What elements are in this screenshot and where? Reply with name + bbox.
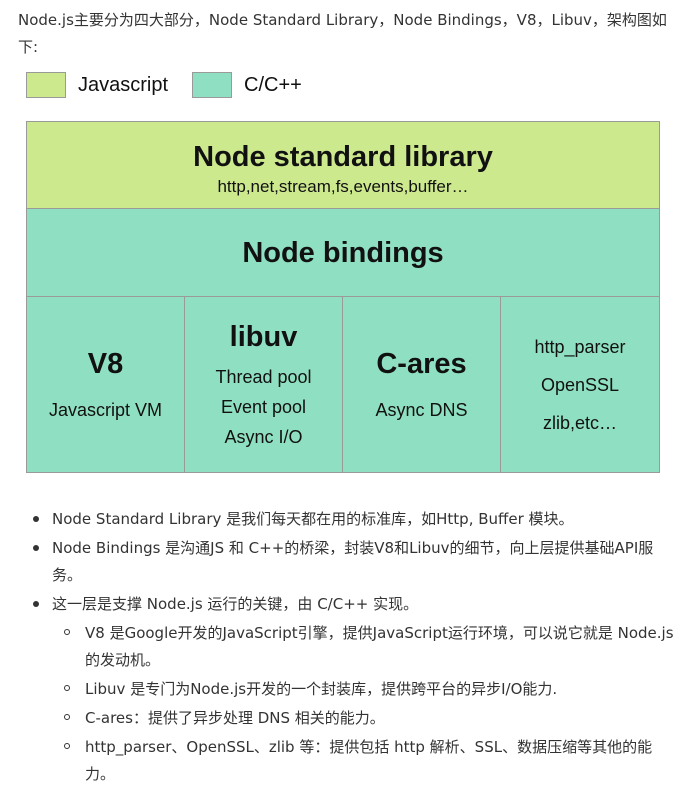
notes-list: Node Standard Library 是我们每天都在用的标准库，如Http…: [30, 506, 680, 790]
subnote-text: V8 是Google开发的JavaScript引擎，提供JavaScript运行…: [85, 624, 674, 669]
module-line: Javascript VM: [48, 399, 163, 420]
subnote-text: http_parser、OpenSSL、zlib 等：提供包括 http 解析、…: [85, 738, 653, 783]
architecture-diagram: Node standard library http,net,stream,fs…: [26, 121, 660, 473]
module-title-v8: V8: [87, 347, 124, 380]
bullet-circle-icon: [64, 714, 70, 720]
module-title-libuv: libuv: [229, 320, 298, 353]
layer-node-standard-library: Node standard library http,net,stream,fs…: [27, 122, 659, 209]
module-libuv: libuv Thread pool Event pool Async I/O: [185, 297, 343, 472]
subnote-text: Libuv 是专门为Node.js开发的一个封装库，提供跨平台的异步I/O能力.: [85, 680, 558, 698]
note-text: 这一层是支撑 Node.js 运行的关键，由 C/C++ 实现。: [52, 595, 419, 613]
subnote-text: C-ares：提供了异步处理 DNS 相关的能力。: [85, 709, 385, 727]
list-item: Node Bindings 是沟通JS 和 C++的桥梁，封装V8和Libuv的…: [30, 535, 680, 589]
bullet-circle-icon: [64, 743, 70, 749]
module-line: Thread pool: [215, 366, 312, 387]
module-line: http_parser: [534, 336, 626, 357]
modules-row: V8 Javascript VM libuv Thread pool Event…: [27, 297, 659, 472]
list-item: http_parser、OpenSSL、zlib 等：提供包括 http 解析、…: [52, 734, 680, 788]
bullet-circle-icon: [64, 685, 70, 691]
module-line: Async DNS: [375, 399, 468, 420]
module-c-ares: C-ares Async DNS: [343, 297, 501, 472]
list-item: Libuv 是专门为Node.js开发的一个封装库，提供跨平台的异步I/O能力.: [52, 676, 680, 703]
legend-swatch-javascript: [26, 72, 66, 98]
list-item: V8 是Google开发的JavaScript引擎，提供JavaScript运行…: [52, 620, 680, 674]
layer-node-bindings: Node bindings: [27, 209, 659, 297]
legend-label-cpp: C/C++: [244, 74, 302, 96]
legend-swatch-cpp: [192, 72, 232, 98]
legend-label-javascript: Javascript: [78, 74, 169, 96]
list-item: Node Standard Library 是我们每天都在用的标准库，如Http…: [30, 506, 680, 533]
bullet-circle-icon: [64, 629, 70, 635]
bullet-dot-icon: [33, 601, 39, 607]
intro-paragraph: Node.js主要分为四大部分，Node Standard Library，No…: [18, 11, 667, 56]
note-text: Node Standard Library 是我们每天都在用的标准库，如Http…: [52, 510, 574, 528]
layer-title-standard-library: Node standard library: [193, 141, 493, 173]
module-v8: V8 Javascript VM: [27, 297, 185, 472]
layer-title-bindings: Node bindings: [242, 237, 444, 269]
module-line: zlib,etc…: [542, 412, 618, 433]
layer-subtitle-standard-library: http,net,stream,fs,events,buffer…: [217, 177, 469, 196]
module-line: OpenSSL: [540, 374, 620, 395]
bullet-dot-icon: [33, 545, 39, 551]
list-item: C-ares：提供了异步处理 DNS 相关的能力。: [52, 705, 680, 732]
module-other-libs: http_parser OpenSSL zlib,etc…: [501, 297, 659, 472]
module-title-c-ares: C-ares: [376, 347, 467, 380]
module-line: Async I/O: [224, 426, 303, 447]
note-text: Node Bindings 是沟通JS 和 C++的桥梁，封装V8和Libuv的…: [52, 539, 654, 584]
module-line: Event pool: [220, 396, 307, 417]
bullet-dot-icon: [33, 516, 39, 522]
list-item: 这一层是支撑 Node.js 运行的关键，由 C/C++ 实现。 V8 是Goo…: [30, 591, 680, 788]
subnotes-list: V8 是Google开发的JavaScript引擎，提供JavaScript运行…: [52, 620, 680, 788]
